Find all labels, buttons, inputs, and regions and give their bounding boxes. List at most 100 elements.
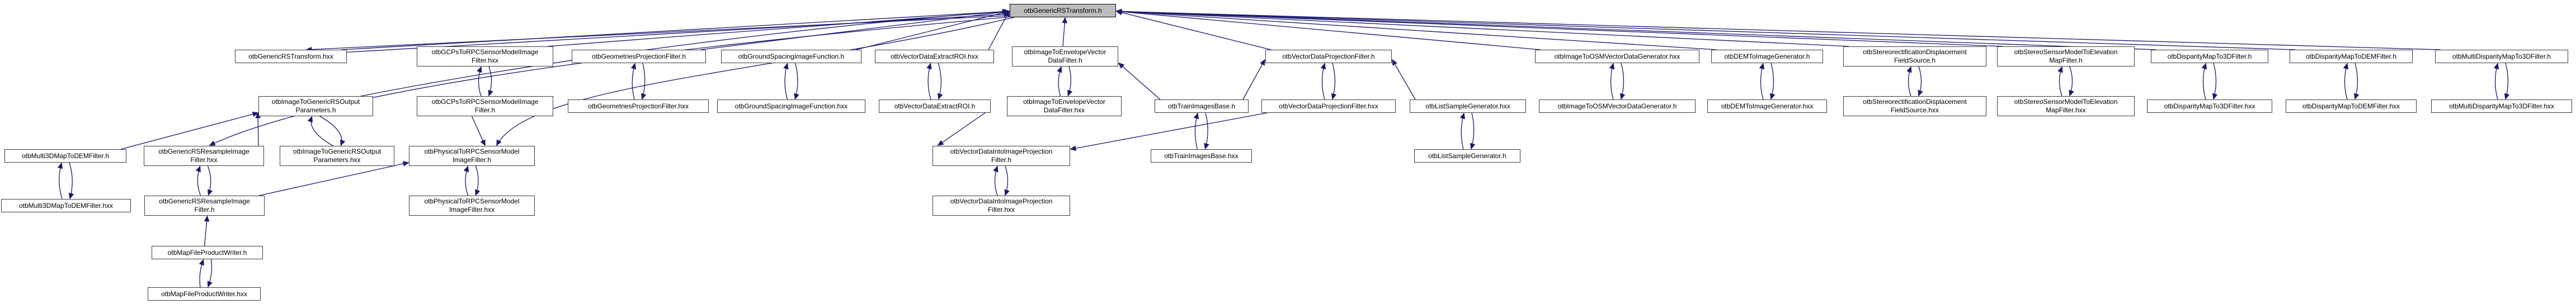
graph-edge [68, 162, 74, 200]
node-label: otbMulti3DMapToDEMFilter.hxx [18, 201, 114, 210]
graph-node-groundspacing_hxx[interactable]: otbGroundSpacingImageFunction.hxx [717, 99, 865, 113]
node-label: Parameters.h [295, 106, 336, 114]
graph-edge [207, 259, 213, 288]
node-label: otbGenericRSResampleImage [158, 148, 249, 155]
graph-node-vdextract_hxx[interactable]: otbVectorDataExtractROI.hxx [875, 50, 994, 63]
node-label: otbDisparityMapToDEMFilter.hxx [2302, 102, 2400, 110]
node-label: FieldSource.hxx [1890, 106, 1939, 114]
node-label: otbPhysicalToRPCSensorModel [424, 148, 520, 155]
node-label: Filter.hxx [471, 56, 498, 64]
node-label: DataFilter.hxx [1043, 106, 1085, 114]
graph-edge [1320, 63, 1326, 100]
graph-node-vdproj_hxx[interactable]: otbVectorDataProjectionFilter.hxx [1261, 99, 1396, 113]
graph-node-dispdem_h[interactable]: otbDisparityMapToDEMFilter.h [2290, 50, 2413, 63]
node-label: otbGenericRSTransform.h [1024, 6, 1102, 15]
node-label: otbDisparityMapTo3DFilter.h [2167, 52, 2252, 60]
graph-edge [1619, 63, 1626, 100]
graph-node-imgosm_h[interactable]: otbImageToOSMVectorDataGenerator.h [1539, 99, 1696, 113]
graph-node-multi3dmap_h[interactable]: otbMulti3DMapToDEMFilter.h [4, 149, 126, 163]
graph-edge [488, 66, 493, 97]
node-label: otbDisparityMapToDEMFilter.h [2305, 52, 2397, 60]
node-label: otbStereorectificationDisplacement [1863, 98, 1967, 106]
graph-node-multidisp_h[interactable]: otbMultiDisparityMapTo3DFilter.h [2435, 50, 2568, 63]
graph-edge [2493, 63, 2499, 100]
node-label: ImageFilter.h [452, 156, 492, 164]
graph-node-demtoimg_hxx[interactable]: otbDEMToImageGenerator.hxx [1707, 99, 1827, 113]
graph-node-imgosm_hxx[interactable]: otbImageToOSMVectorDataGenerator.hxx [1535, 50, 1699, 63]
graph-edge [463, 165, 469, 196]
graph-edge [258, 161, 409, 196]
graph-node-vdproj_h[interactable]: otbVectorDataProjectionFilter.h [1265, 50, 1392, 63]
graph-node-listsample_hxx[interactable]: otbListSampleGenerator.hxx [1410, 99, 1526, 113]
node-label: otbGCPsToRPCSensorModelImage [431, 48, 539, 56]
graph-node-trainimages_h[interactable]: otbTrainImagesBase.h [1155, 99, 1249, 113]
graph-node-multi3dmap_hxx[interactable]: otbMulti3DMapToDEMFilter.hxx [1, 199, 131, 212]
graph-node-geomproj_hxx[interactable]: otbGeometriesProjectionFilter.hxx [568, 99, 709, 113]
graph-edge [1115, 8, 1849, 47]
graph-edge [477, 66, 482, 97]
graph-edge [2201, 63, 2207, 100]
graph-node-mapfile_h[interactable]: otbMapFileProductWriter.h [152, 246, 263, 259]
graph-edge [1057, 66, 1062, 97]
node-label: otbImageToOSMVectorDataGenerator.hxx [1554, 52, 1680, 60]
node-label: MapFilter.hxx [2046, 106, 2086, 114]
node-label: otbVectorDataExtractROI.hxx [891, 52, 978, 60]
graph-edge [209, 16, 1012, 146]
node-label: otbListSampleGenerator.h [1428, 151, 1506, 160]
graph-node-disp3d_h[interactable]: otbDisparityMapTo3DFilter.h [2151, 50, 2268, 63]
graph-node-rstransform_hxx[interactable]: otbGenericRSTransform.hxx [235, 50, 347, 63]
graph-edge [1070, 112, 1268, 151]
node-label: Filter.h [991, 156, 1011, 164]
graph-node-dispdem_hxx[interactable]: otbDisparityMapToDEMFilter.hxx [2286, 99, 2417, 113]
graph-edge [199, 259, 204, 288]
node-label: otbGenericRSResampleImage [159, 197, 250, 205]
graph-edge [207, 165, 213, 196]
graph-node-multidisp_hxx[interactable]: otbMultiDisparityMapTo3DFilter.hxx [2431, 99, 2572, 113]
graph-node-disp3d_hxx[interactable]: otbDisparityMapTo3DFilter.hxx [2147, 99, 2272, 113]
graph-edge [341, 8, 1010, 50]
graph-edge [204, 215, 210, 246]
graph-edge [794, 63, 799, 100]
node-label: otbGCPsToRPCSensorModelImage [431, 98, 539, 106]
graph-edge [1115, 8, 2296, 50]
graph-node-geomproj_h[interactable]: otbGeometriesProjectionFilter.h [572, 50, 706, 63]
graph-edge [360, 8, 1009, 97]
graph-edge [307, 116, 333, 146]
graph-edge [1769, 63, 1776, 100]
graph-edge [1470, 112, 1476, 150]
graph-node-mapfile_hxx[interactable]: otbMapFileProductWriter.hxx [148, 287, 261, 301]
node-label: otbImageToOSMVectorDataGenerator.h [1557, 102, 1677, 110]
node-label: otbDEMToImageGenerator.h [1724, 52, 1810, 60]
graph-node-groundspacing_h[interactable]: otbGroundSpacingImageFunction.h [721, 50, 861, 63]
graph-node-demtoimg_h[interactable]: otbDEMToImageGenerator.h [1711, 50, 1823, 63]
graph-edge [926, 63, 932, 100]
graph-edge [2343, 63, 2349, 100]
graph-edge [1759, 63, 1765, 100]
graph-edge [2353, 63, 2360, 100]
graph-node-vdextract_h[interactable]: otbVectorDataExtractROI.h [879, 99, 991, 113]
graph-node-listsample_h[interactable]: otbListSampleGenerator.h [1414, 149, 1520, 163]
node-label: otbGeometriesProjectionFilter.hxx [587, 102, 689, 110]
node-label: otbListSampleGenerator.hxx [1425, 102, 1510, 110]
graph-edge [1115, 8, 2003, 47]
graph-node-trainimages_hxx[interactable]: otbTrainImagesBase.hxx [1151, 149, 1252, 163]
graph-edge [475, 165, 481, 196]
